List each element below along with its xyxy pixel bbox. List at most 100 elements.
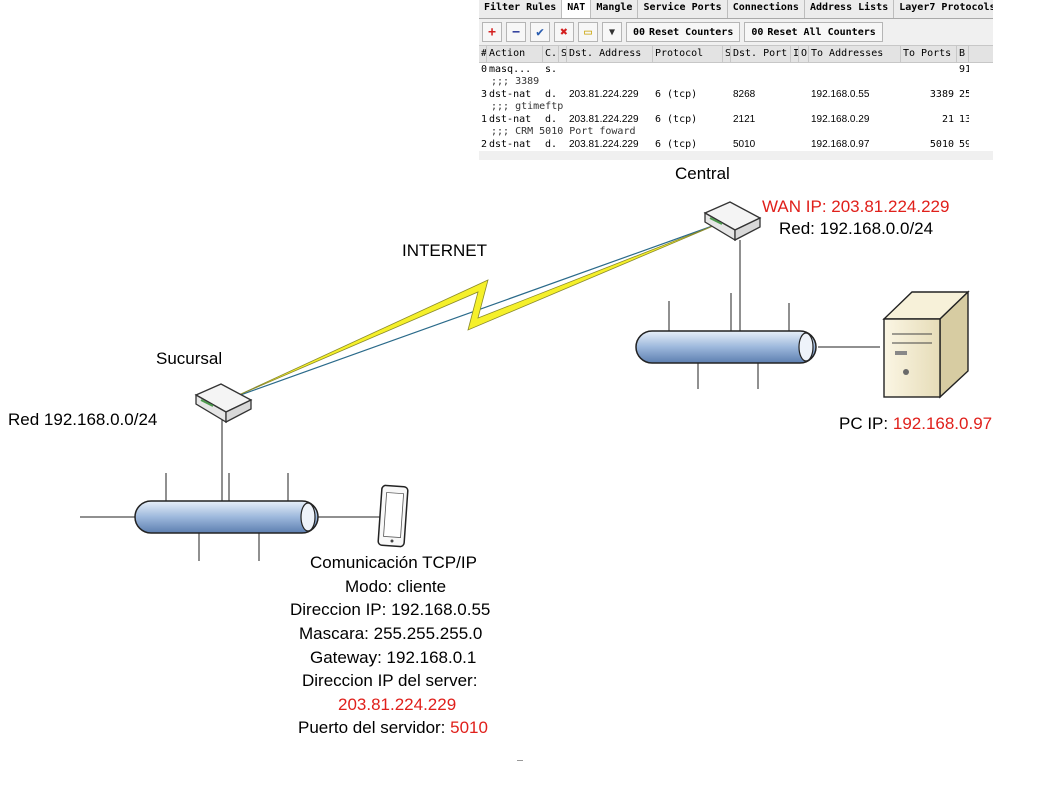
rule-comment: ;;; gtimeftp [479, 101, 993, 113]
comment-icon[interactable]: ▭ [578, 22, 598, 42]
remove-icon[interactable]: − [506, 22, 526, 42]
table-cell [791, 138, 799, 151]
tab-connections[interactable]: Connections [728, 0, 805, 18]
table-cell: 203.81.224.229 [569, 139, 639, 150]
col-header[interactable]: S [723, 46, 731, 62]
enable-check-icon[interactable]: ✔ [530, 22, 550, 42]
sucursal-network-label: Red 192.168.0.0/24 [8, 410, 158, 429]
table-cell: 21 [941, 114, 954, 125]
table-cell: 8268 [733, 89, 756, 100]
col-header[interactable]: To Ports [901, 46, 957, 62]
table-cell: d.. [545, 114, 559, 125]
table-cell [559, 113, 567, 126]
sucursal-lan-bus [80, 420, 380, 561]
col-header[interactable]: I. [791, 46, 799, 62]
server-pc-icon [882, 290, 970, 399]
table-cell: 3389 [929, 89, 954, 100]
table-cell: 6 (tcp) [655, 139, 698, 150]
table-cell: 91 [959, 64, 969, 75]
table-cell [809, 63, 901, 76]
table-cell: d.. [545, 139, 559, 150]
tab-mangle[interactable]: Mangle [591, 0, 639, 18]
col-header[interactable]: Dst. Port [731, 46, 791, 62]
central-router-icon [703, 201, 762, 242]
table-cell: masq... [489, 64, 532, 75]
comm-port-prefix: Puerto del servidor: [298, 718, 451, 737]
col-header[interactable]: B [957, 46, 969, 62]
table-cell: dst-nat [489, 139, 532, 150]
table-cell: dst-nat [489, 89, 532, 100]
table-cell: 2 [481, 139, 487, 150]
comm-ip: Direccion IP: 192.168.0.55 [290, 600, 491, 619]
table-cell [559, 88, 567, 101]
table-cell [731, 63, 791, 76]
tablet-device-icon [377, 484, 409, 548]
central-lan-bus [635, 240, 880, 389]
comm-server-label: Direccion IP del server: [302, 671, 478, 690]
col-header[interactable]: # [479, 46, 487, 62]
table-cell: 192.168.0.97 [811, 139, 870, 150]
tab-layer7-protocols[interactable]: Layer7 Protocols [894, 0, 993, 18]
tab-address-lists[interactable]: Address Lists [805, 0, 895, 18]
central-network-label: Red: 192.168.0.0/24 [779, 219, 934, 238]
tab-nat[interactable]: NAT [562, 0, 592, 18]
col-header[interactable]: Protocol [653, 46, 723, 62]
table-cell [559, 63, 567, 76]
table-cell: dst-nat [489, 114, 532, 125]
rule-comment: ;;; 3389 [479, 76, 993, 88]
table-cell: 192.168.0.55 [811, 89, 870, 100]
comm-port: Puerto del servidor: 5010 [298, 718, 488, 738]
table-cell: d.. [545, 89, 559, 100]
table-cell: 25 [959, 89, 969, 100]
pc-ip-prefix: PC IP: [839, 414, 893, 433]
col-header[interactable]: C.. [543, 46, 559, 62]
tab-service-ports[interactable]: Service Ports [638, 0, 728, 18]
table-cell [653, 63, 723, 76]
table-cell: 5010 [733, 139, 756, 150]
table-cell: 13 [959, 114, 969, 125]
filter-icon[interactable]: ▼ [602, 22, 622, 42]
col-header[interactable]: O. [799, 46, 809, 62]
comm-mode: Modo: cliente [345, 577, 447, 596]
table-cell: 1 [481, 114, 487, 125]
table-cell [791, 113, 799, 126]
col-header[interactable]: To Addresses [809, 46, 901, 62]
table-cell: 192.168.0.29 [811, 114, 870, 125]
tab-filter-rules[interactable]: Filter Rules [479, 0, 563, 18]
wan-ip-value: 203.81.224.229 [831, 197, 950, 216]
table-cell: 2121 [733, 114, 756, 125]
col-header[interactable]: Dst. Address [567, 46, 653, 62]
table-cell [723, 88, 731, 101]
table-cell: 5010 [929, 139, 954, 150]
comm-port-value: 5010 [450, 718, 488, 737]
winbox-nat-window: Filter Rules NAT Mangle Service Ports Co… [479, 0, 993, 160]
col-header[interactable]: Action [487, 46, 543, 62]
sucursal-router-icon [194, 383, 253, 424]
table-cell: 0 [481, 64, 487, 75]
col-header[interactable]: S [559, 46, 567, 62]
rule-comment: ;;; CRM 5010 Port foward [479, 126, 993, 138]
divider [517, 760, 523, 761]
comm-server-ip: 203.81.224.229 [338, 695, 457, 714]
disable-cross-icon[interactable]: ✖ [554, 22, 574, 42]
add-icon[interactable]: + [482, 22, 502, 42]
central-label: Central [675, 164, 730, 183]
wan-ip-label: WAN IP: 203.81.224.229 [762, 197, 949, 217]
table-cell [559, 138, 567, 151]
comm-title: Comunicación TCP/IP [310, 553, 477, 572]
table-cell: 3 [481, 89, 487, 100]
table-cell [567, 63, 653, 76]
table-cell [791, 88, 799, 101]
table-cell: 59 [959, 139, 969, 150]
comm-gateway: Gateway: 192.168.0.1 [310, 648, 477, 667]
table-cell: 6 (tcp) [655, 114, 698, 125]
table-cell: 203.81.224.229 [569, 114, 639, 125]
